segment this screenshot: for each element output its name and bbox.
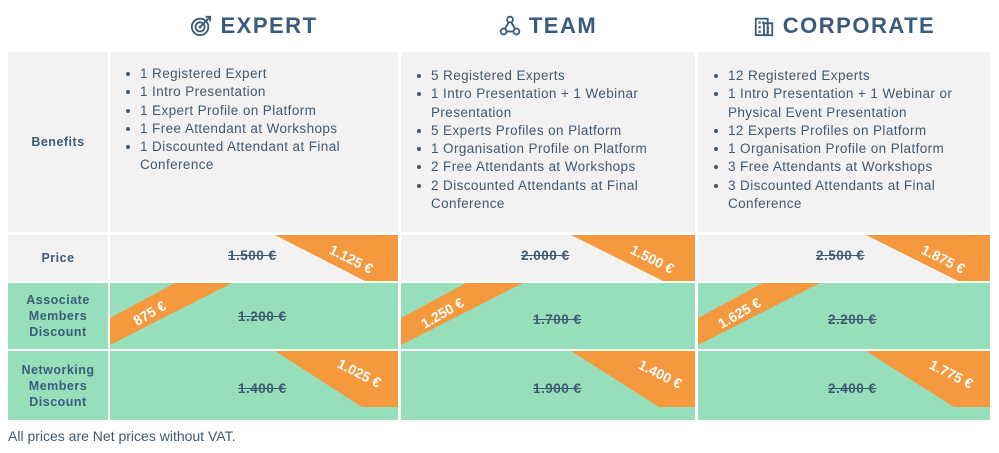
- footnote: All prices are Net prices without VAT.: [8, 428, 236, 444]
- discount-ribbon: [866, 235, 990, 281]
- plan-header-team: TEAM: [400, 8, 696, 44]
- building-icon: [754, 17, 773, 37]
- row-label-associate: Associate Members Discount: [8, 283, 108, 349]
- plan-header-corporate: CORPORATE: [698, 8, 990, 44]
- benefits-list: 5 Registered Experts 1 Intro Presentatio…: [417, 67, 683, 213]
- discount-ribbon: [275, 235, 398, 281]
- discount-ribbon: [571, 351, 695, 407]
- benefits-corporate: 12 Registered Experts 1 Intro Presentati…: [698, 52, 990, 232]
- benefit-item: 12 Registered Experts: [714, 67, 978, 85]
- benefit-item: 1 Organisation Profile on Platform: [417, 140, 683, 158]
- discount-ribbon: [866, 351, 990, 407]
- original-price: 2.400 €: [828, 381, 877, 396]
- benefit-item: 1 Intro Presentation + 1 Webinar Present…: [417, 85, 683, 122]
- price-corporate: 2.500 € 1.875 €: [698, 235, 990, 281]
- original-price: 1.700 €: [533, 312, 582, 327]
- original-price: 1.200 €: [238, 309, 287, 324]
- benefit-item: 1 Discounted Attendant at Final Conferen…: [126, 138, 386, 175]
- benefit-item: 2 Free Attendants at Workshops: [417, 158, 683, 176]
- benefits-list: 12 Registered Experts 1 Intro Presentati…: [714, 67, 978, 213]
- benefit-item: 1 Free Attendant at Workshops: [126, 120, 386, 138]
- discount-ribbon: [110, 283, 232, 345]
- discount-ribbon: [571, 235, 695, 281]
- networking-corporate: 2.400 € 1.775 €: [698, 351, 990, 420]
- original-price: 2.000 €: [521, 248, 570, 263]
- benefit-item: 1 Expert Profile on Platform: [126, 102, 386, 120]
- benefit-item: 1 Organisation Profile on Platform: [714, 140, 978, 158]
- team-network-icon: [499, 15, 521, 36]
- benefit-item: 2 Discounted Attendants at Final Confere…: [417, 177, 683, 214]
- plan-title: CORPORATE: [782, 13, 936, 38]
- discount-ribbon: [275, 351, 398, 407]
- discount-ribbon: [401, 283, 523, 345]
- associate-corporate: 1.625 € 2.200 €: [698, 283, 990, 349]
- associate-team: 1.250 € 1.700 €: [401, 283, 695, 349]
- benefit-item: 1 Intro Presentation + 1 Webinar or Phys…: [714, 85, 978, 122]
- associate-expert: 875 € 1.200 €: [110, 283, 398, 349]
- benefits-list: 1 Registered Expert 1 Intro Presentation…: [126, 65, 386, 175]
- benefit-item: 5 Registered Experts: [417, 67, 683, 85]
- original-price: 2.200 €: [828, 312, 877, 327]
- target-icon: [191, 15, 212, 37]
- pricing-table: Benefits Price Associate Members Discoun…: [8, 52, 990, 420]
- benefit-item: 1 Intro Presentation: [126, 83, 386, 101]
- plan-title: TEAM: [528, 13, 598, 38]
- row-label-price: Price: [8, 235, 108, 281]
- discount-ribbon: [698, 283, 820, 345]
- price-expert: 1.500 € 1.125 €: [110, 235, 398, 281]
- benefit-item: 1 Registered Expert: [126, 65, 386, 83]
- original-price: 2.500 €: [816, 248, 865, 263]
- price-team: 2.000 € 1.500 €: [401, 235, 695, 281]
- networking-team: 1.900 € 1.400 €: [401, 351, 695, 420]
- networking-expert: 1.400 € 1.025 €: [110, 351, 398, 420]
- benefit-item: 3 Discounted Attendants at Final Confere…: [714, 177, 978, 214]
- original-price: 1.900 €: [533, 381, 582, 396]
- benefits-team: 5 Registered Experts 1 Intro Presentatio…: [401, 52, 695, 232]
- row-label-networking: Networking Members Discount: [8, 351, 108, 420]
- original-price: 1.500 €: [228, 248, 277, 263]
- benefit-item: 5 Experts Profiles on Platform: [417, 122, 683, 140]
- original-price: 1.400 €: [238, 381, 287, 396]
- plan-title: EXPERT: [220, 13, 318, 38]
- benefits-expert: 1 Registered Expert 1 Intro Presentation…: [110, 52, 398, 232]
- benefit-item: 3 Free Attendants at Workshops: [714, 158, 978, 176]
- benefit-item: 12 Experts Profiles on Platform: [714, 122, 978, 140]
- row-label-benefits: Benefits: [8, 52, 108, 232]
- plan-header-expert: EXPERT: [110, 8, 398, 44]
